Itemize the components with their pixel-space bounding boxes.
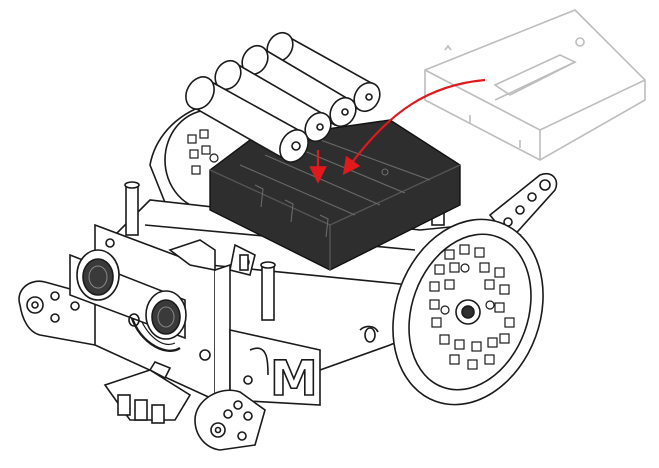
battery-cover <box>424 9 646 161</box>
battery-holder <box>209 119 461 271</box>
right-front-wheel <box>392 218 544 406</box>
insertion-arrows <box>309 78 486 184</box>
curved-arrow-icon <box>342 78 486 176</box>
wheel-pattern <box>429 244 515 370</box>
right-side-bracket <box>488 172 558 242</box>
ultrasonic-sensor <box>69 249 187 340</box>
battery-1 <box>185 76 309 163</box>
bottom-connector <box>103 361 192 424</box>
logo-letter: M <box>270 351 318 407</box>
battery-3 <box>241 44 357 128</box>
side-plate: M <box>229 329 321 408</box>
batteries <box>185 31 381 163</box>
front-bottom-bracket <box>194 389 266 451</box>
sensor-eye-right <box>145 290 187 340</box>
sensor-eye-left <box>76 249 120 301</box>
